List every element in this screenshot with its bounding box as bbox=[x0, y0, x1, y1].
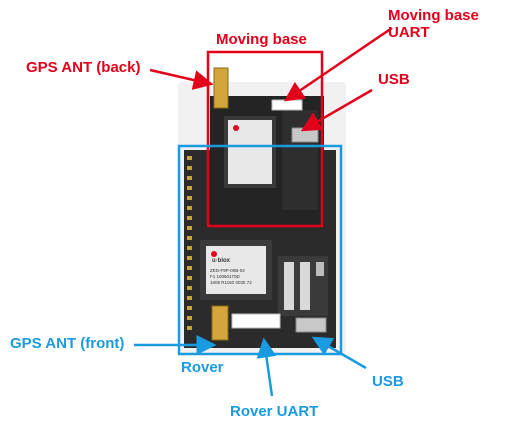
moving-base-uart-connector bbox=[271, 99, 303, 111]
arrow-gps-ant-back bbox=[149, 68, 214, 90]
label-moving-base: Moving base bbox=[216, 31, 307, 48]
moving-base-outline bbox=[206, 50, 324, 228]
chip-line3: 1608 R1160 0035 72 bbox=[210, 280, 252, 285]
rover-usb-connector bbox=[295, 317, 327, 333]
arrow-usb-top bbox=[300, 88, 373, 132]
chip-line1: ZED-F9P-00B-02 bbox=[210, 268, 245, 273]
label-moving-base-uart: Moving base UART bbox=[388, 7, 479, 41]
arrow-rover-uart bbox=[256, 337, 277, 397]
label-rover: Rover bbox=[181, 359, 224, 376]
label-gps-ant-back: GPS ANT (back) bbox=[26, 59, 141, 76]
arrow-moving-base-uart bbox=[283, 26, 393, 102]
back-antenna-connector bbox=[213, 67, 229, 109]
rover-board bbox=[184, 150, 336, 348]
front-antenna-connector bbox=[211, 305, 229, 341]
label-usb-top: USB bbox=[378, 71, 410, 88]
rover-uart-connector bbox=[231, 313, 281, 329]
chip-line2: F1 10060170D bbox=[210, 274, 241, 279]
label-usb-bottom: USB bbox=[372, 373, 404, 390]
rover-gnss-chip bbox=[200, 240, 272, 300]
label-rover-uart: Rover UART bbox=[230, 403, 319, 420]
label-gps-ant-front: GPS ANT (front) bbox=[10, 335, 125, 352]
chip-brand: u·blox bbox=[212, 258, 231, 264]
header-pins bbox=[187, 156, 192, 330]
arrow-usb-bottom bbox=[311, 336, 367, 370]
